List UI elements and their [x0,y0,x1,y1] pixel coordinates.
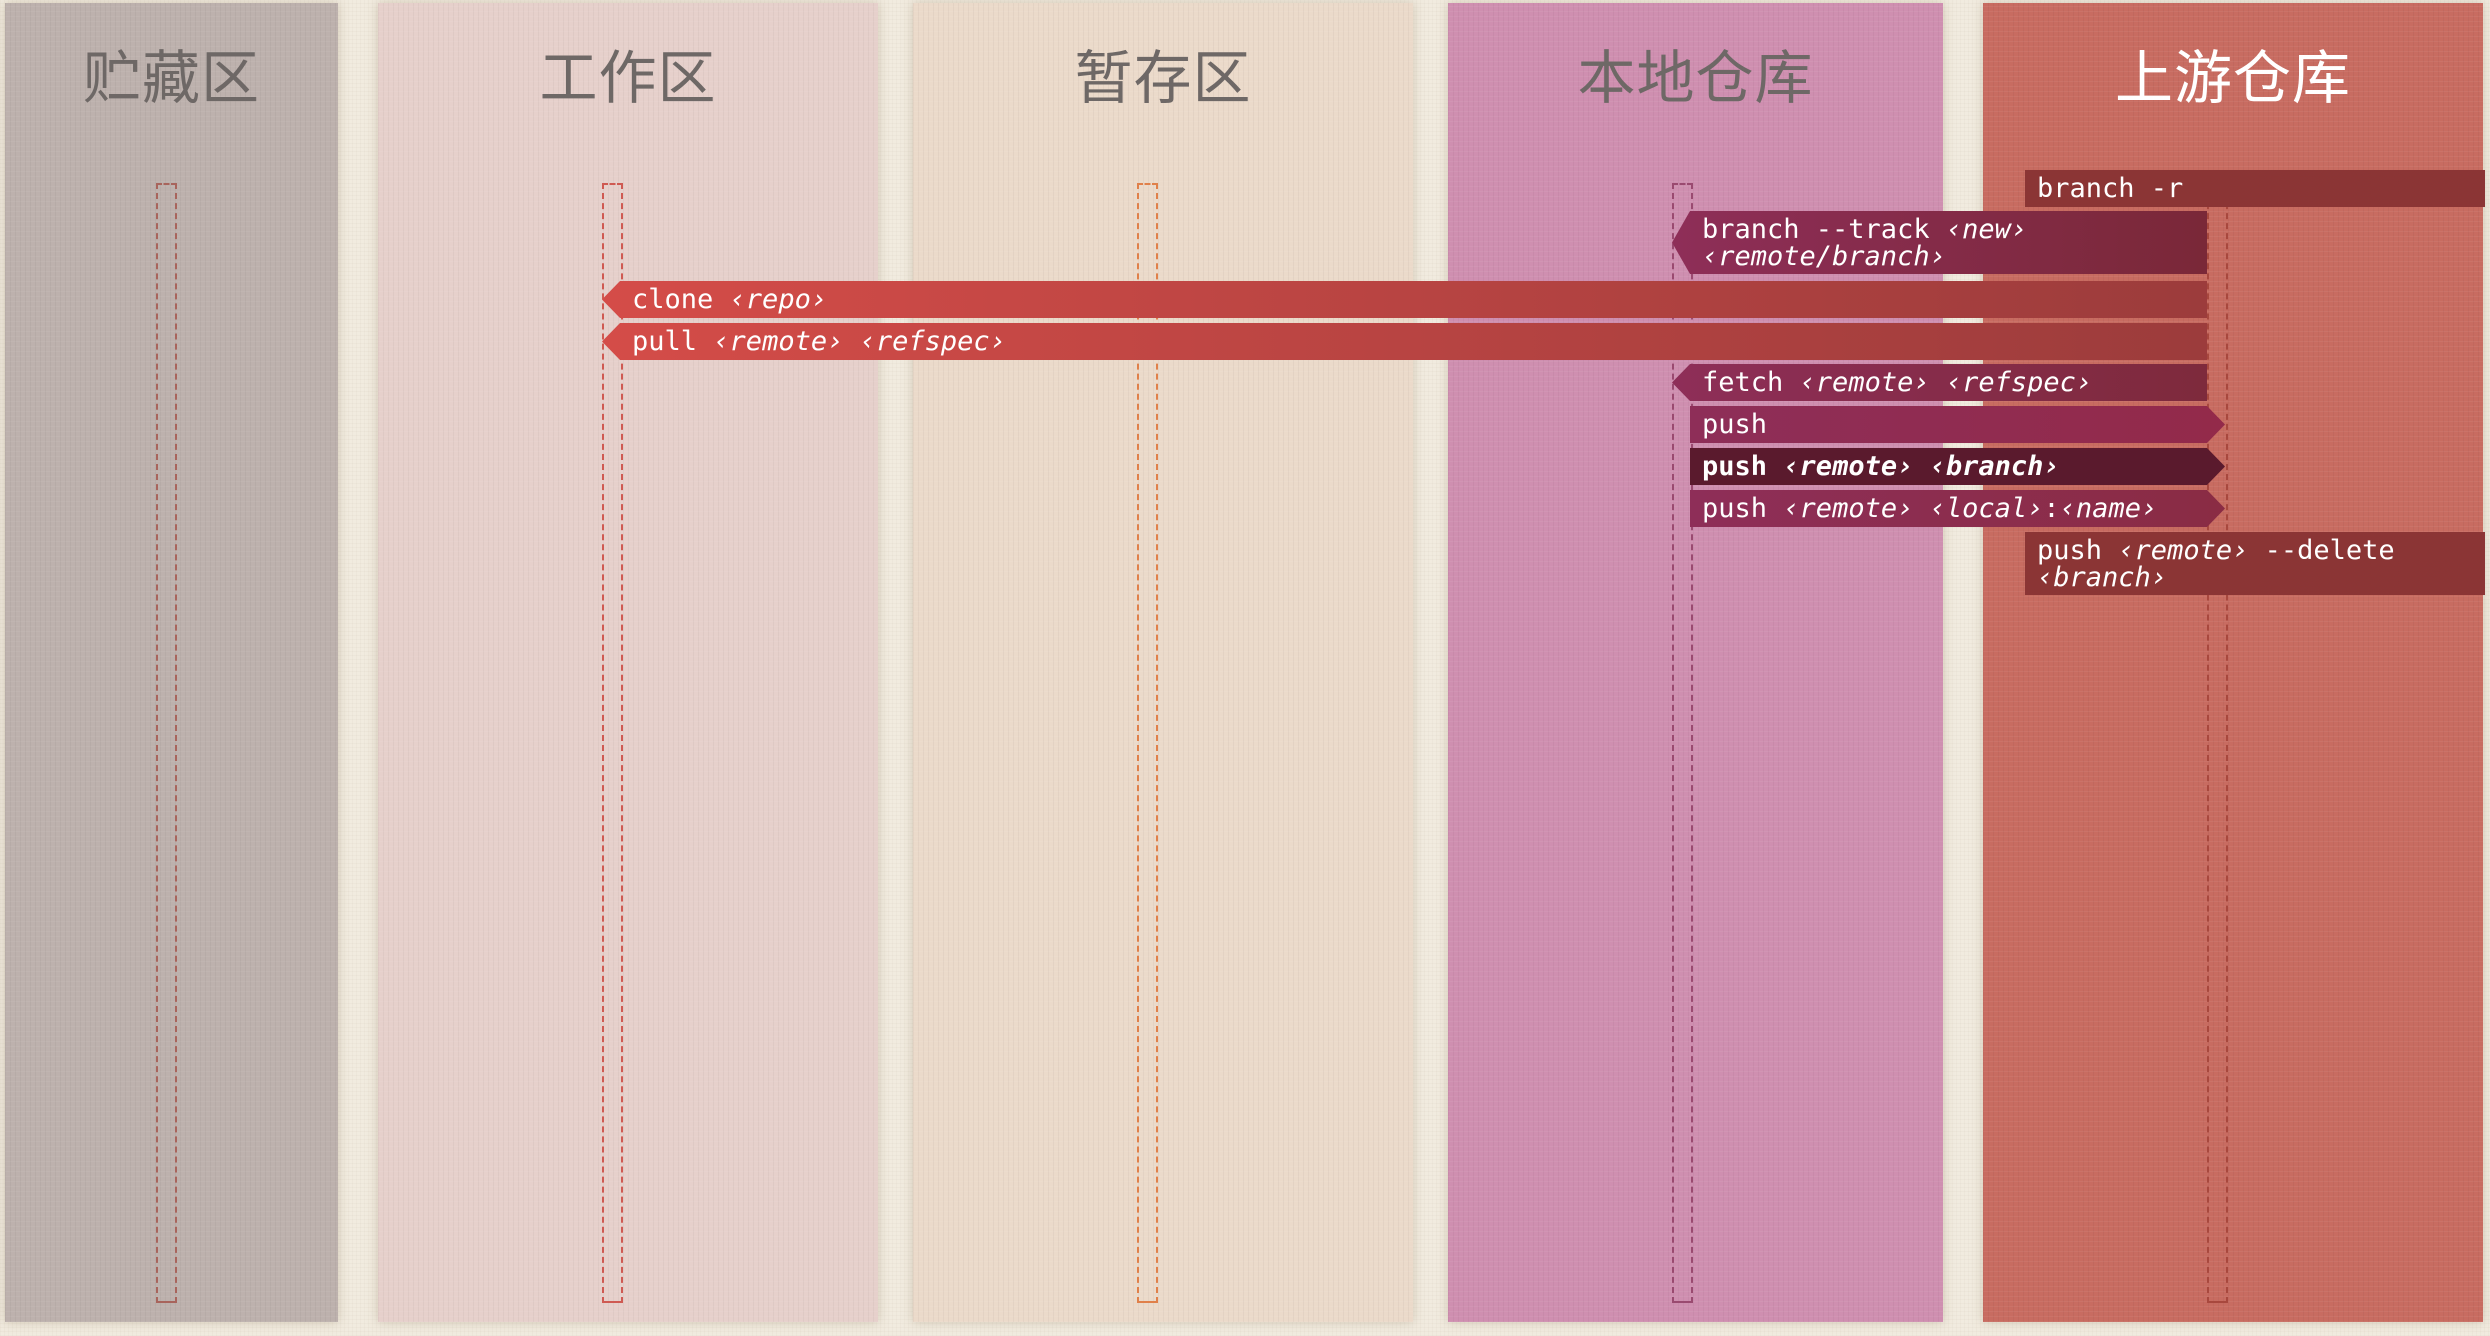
lane-title-stash: 贮藏区 [82,44,260,112]
lane-local-repo: 本地仓库 [1448,3,1943,1322]
lifeline-stash [156,183,177,1303]
lane-title-local: 本地仓库 [1577,44,1814,112]
lane-index: 暂存区 [913,3,1413,1322]
cmd-push-local-name: push ‹remote› ‹local›:‹name› [1690,490,2225,527]
lane-title-index: 暂存区 [1074,44,1252,112]
cmd-fetch: fetch ‹remote› ‹refspec› [1672,364,2207,401]
lane-title-workspace: 工作区 [539,44,717,112]
cmd-branch-track: branch --track ‹new› ‹remote/branch› [1672,211,2207,274]
cmd-pull: pull ‹remote› ‹refspec› [602,323,2207,360]
lane-stash: 贮藏区 [5,3,338,1322]
lifeline-local [1672,183,1693,1303]
cmd-push-delete: push ‹remote› --delete ‹branch› [2025,532,2485,595]
cmd-push-remote-branch: push ‹remote› ‹branch› [1690,448,2225,485]
cmd-clone: clone ‹repo› [602,281,2207,318]
lane-workspace: 工作区 [378,3,878,1322]
lifeline-index [1137,183,1158,1303]
lane-title-upstream: 上游仓库 [2114,44,2351,112]
cmd-push: push [1690,406,2225,443]
lifeline-upstream [2207,183,2228,1303]
cmd-branch-r: branch -r [2025,170,2485,207]
lifeline-workspace [602,183,623,1303]
